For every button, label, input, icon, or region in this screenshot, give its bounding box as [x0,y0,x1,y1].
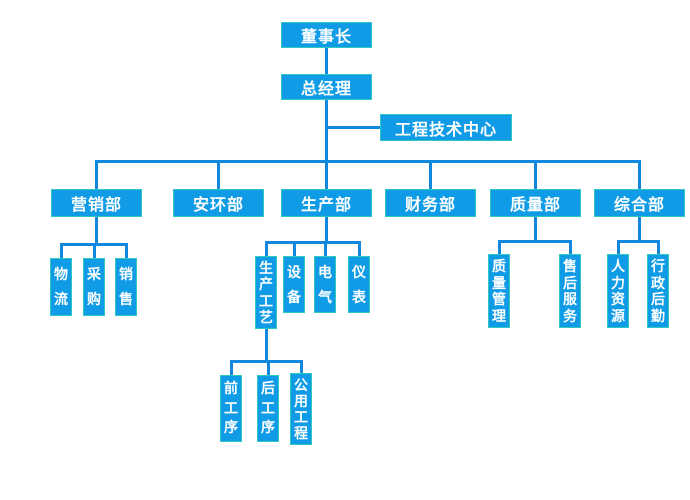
connector-stub-gm [325,100,328,163]
connector-drop-gen-rlzy [616,240,620,254]
org-node-qual: 质量部 [490,189,581,217]
org-node-shfw: 售后服务 [559,254,581,328]
connector-bus-gen [616,240,660,243]
connector-drop-prod-dianqi [323,241,327,256]
org-node-shebei: 设备 [283,256,305,313]
org-node-etc: 工程技术中心 [380,114,512,141]
org-node-gm: 总经理 [281,74,372,100]
connector-drop-scgy-gygc [299,360,303,373]
connector-drop-gm-safety [217,160,220,189]
connector-chairman-gm [325,48,328,74]
org-node-mkt: 营销部 [51,189,142,217]
org-node-chairman: 董事长 [281,22,372,48]
org-node-fin: 财务部 [385,189,476,217]
org-node-rlzy: 人力资源 [607,254,629,328]
org-node-prod: 生产部 [281,189,372,217]
connector-stub-scgy [264,329,268,363]
org-node-safety: 安环部 [173,189,264,217]
connector-drop-prod-shebei [292,241,296,256]
connector-bus-gm [95,160,641,163]
connector-gm-etc [325,126,380,129]
connector-drop-scgy-qgx [229,360,233,375]
connector-drop-scgy-hgx [266,360,270,375]
connector-drop-gm-qual [534,160,537,189]
org-node-yibiao: 仪表 [348,256,370,313]
org-node-hgx: 后工序 [257,375,279,442]
connector-drop-gen-xzhq [656,240,660,254]
org-node-gen: 综合部 [594,189,685,217]
connector-stub-mkt [95,217,98,246]
org-node-qgx: 前工序 [220,375,242,442]
org-node-xiaoshou: 销售 [115,258,137,316]
connector-drop-mkt-wuliu [59,243,63,258]
connector-drop-prod-yibiao [357,241,361,256]
connector-stub-qual [534,217,537,243]
connector-drop-gm-mkt [95,160,98,189]
org-node-wuliu: 物流 [50,258,72,316]
org-node-dianqi: 电气 [314,256,336,313]
org-node-scgy: 生产工艺 [255,256,277,329]
connector-stub-gen [638,217,641,243]
connector-bus-qual [497,240,572,243]
connector-stub-prod [325,217,328,244]
connector-drop-mkt-xiaoshou [124,243,128,258]
org-node-xzhq: 行政后勤 [647,254,669,328]
connector-drop-qual-zlgl [497,240,501,254]
connector-bus-prod [264,241,361,244]
org-node-zlgl: 质量管理 [488,254,510,328]
connector-drop-qual-shfw [568,240,572,254]
org-node-gygc: 公用工程 [290,373,312,445]
connector-drop-gm-fin [429,160,432,189]
org-node-caigou: 采购 [83,258,105,316]
connector-drop-mkt-caigou [92,243,96,258]
connector-drop-gm-gen [638,160,641,189]
connector-drop-gm-prod [325,160,328,189]
connector-bus-scgy [229,360,303,363]
connector-drop-prod-scgy [264,241,268,256]
